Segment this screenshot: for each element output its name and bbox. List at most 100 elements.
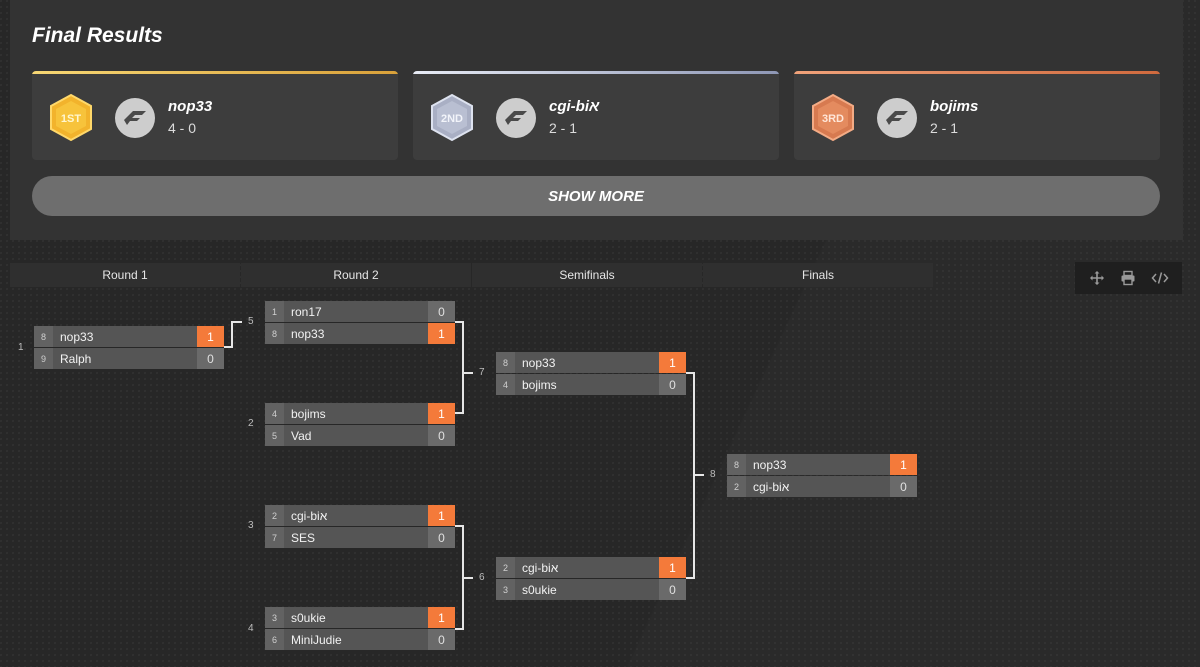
team-seed: 1 [265, 301, 284, 322]
match-number-label: 6 [479, 572, 485, 583]
team-name: bojims [515, 374, 659, 395]
gold-medal-icon: 1ST [50, 93, 92, 142]
match-card[interactable]: 8 nop33 1 2 cgi-biא 0 [727, 454, 917, 498]
bracket-toolbar [1075, 262, 1182, 294]
team-seed: 8 [496, 352, 515, 373]
match-team-row[interactable]: 3 s0ukie 1 [265, 607, 455, 628]
team-name: nop33 [746, 454, 890, 475]
match-card[interactable]: 8 nop33 1 9 Ralph 0 [34, 326, 224, 370]
team-score: 0 [428, 527, 455, 548]
team-score: 1 [428, 323, 455, 344]
team-name: nop33 [515, 352, 659, 373]
svg-text:1ST: 1ST [61, 113, 81, 125]
podium-team-name: nop33 [168, 98, 213, 115]
team-score: 0 [197, 348, 224, 369]
team-seed: 5 [265, 425, 284, 446]
match-card[interactable]: 8 nop33 1 4 bojims 0 [496, 352, 686, 396]
podium-accent-bar [794, 71, 1160, 74]
team-seed: 6 [265, 629, 284, 650]
podium-card-third[interactable]: 3RD bojims 2 - 1 [794, 71, 1160, 160]
team-name: nop33 [53, 326, 197, 347]
match-team-row[interactable]: 2 cgi-biא 0 [727, 476, 917, 497]
team-logo-icon [877, 98, 917, 138]
match-number-label: 5 [248, 316, 254, 327]
match-team-row[interactable]: 7 SES 0 [265, 527, 455, 548]
team-seed: 7 [265, 527, 284, 548]
team-score: 1 [890, 454, 917, 475]
podium-team-score: 4 - 0 [168, 120, 197, 136]
match-card[interactable]: 3 s0ukie 1 6 MiniJudie 0 [265, 607, 455, 651]
team-seed: 8 [265, 323, 284, 344]
print-icon[interactable] [1117, 267, 1139, 289]
match-team-row[interactable]: 3 s0ukie 0 [496, 579, 686, 600]
team-score: 0 [659, 374, 686, 395]
match-team-row[interactable]: 2 cgi-biא 1 [496, 557, 686, 578]
team-seed: 2 [727, 476, 746, 497]
match-team-row[interactable]: 2 cgi-biא 1 [265, 505, 455, 526]
team-name: MiniJudie [284, 629, 428, 650]
team-score: 0 [890, 476, 917, 497]
team-name: cgi-biא [515, 557, 659, 578]
team-name: ron17 [284, 301, 428, 322]
svg-text:3RD: 3RD [822, 113, 844, 125]
team-seed: 4 [265, 403, 284, 424]
podium-card-first[interactable]: 1ST nop33 4 - 0 [32, 71, 398, 160]
team-score: 1 [197, 326, 224, 347]
match-number-label: 7 [479, 367, 485, 378]
round-header-semifinals: Semifinals [472, 263, 702, 287]
team-score: 1 [428, 505, 455, 526]
team-score: 0 [659, 579, 686, 600]
team-seed: 9 [34, 348, 53, 369]
move-icon[interactable] [1086, 267, 1108, 289]
round-header-round-1: Round 1 [10, 263, 240, 287]
match-team-row[interactable]: 4 bojims 1 [265, 403, 455, 424]
match-team-row[interactable]: 8 nop33 1 [496, 352, 686, 373]
embed-code-icon[interactable] [1149, 267, 1171, 289]
match-team-row[interactable]: 9 Ralph 0 [34, 348, 224, 369]
match-team-row[interactable]: 8 nop33 1 [727, 454, 917, 475]
match-team-row[interactable]: 8 nop33 1 [34, 326, 224, 347]
match-card[interactable]: 2 cgi-biא 1 3 s0ukie 0 [496, 557, 686, 601]
svg-text:2ND: 2ND [441, 113, 463, 125]
team-name: cgi-biא [746, 476, 890, 497]
match-team-row[interactable]: 4 bojims 0 [496, 374, 686, 395]
match-team-row[interactable]: 1 ron17 0 [265, 301, 455, 322]
team-name: Vad [284, 425, 428, 446]
match-team-row[interactable]: 6 MiniJudie 0 [265, 629, 455, 650]
match-team-row[interactable]: 8 nop33 1 [265, 323, 455, 344]
match-card[interactable]: 2 cgi-biא 1 7 SES 0 [265, 505, 455, 549]
match-card[interactable]: 4 bojims 1 5 Vad 0 [265, 403, 455, 447]
team-name: Ralph [53, 348, 197, 369]
match-card[interactable]: 1 ron17 0 8 nop33 1 [265, 301, 455, 345]
match-number-label: 3 [248, 520, 254, 531]
podium-team-score: 2 - 1 [549, 120, 578, 136]
team-score: 0 [428, 301, 455, 322]
team-name: bojims [284, 403, 428, 424]
team-name: s0ukie [284, 607, 428, 628]
podium-team-name: cgi-biא [549, 98, 600, 115]
final-results-panel: Final Results 1ST nop33 4 - 0 2ND cgi-bi… [10, 0, 1183, 240]
team-score: 0 [428, 629, 455, 650]
team-seed: 8 [34, 326, 53, 347]
match-number-label: 2 [248, 418, 254, 429]
team-score: 1 [428, 403, 455, 424]
show-more-button[interactable]: SHOW MORE [32, 176, 1160, 216]
podium-card-second[interactable]: 2ND cgi-biא 2 - 1 [413, 71, 779, 160]
team-seed: 3 [496, 579, 515, 600]
team-logo-icon [115, 98, 155, 138]
team-score: 1 [659, 352, 686, 373]
team-seed: 8 [727, 454, 746, 475]
team-name: s0ukie [515, 579, 659, 600]
team-score: 0 [428, 425, 455, 446]
round-header-round-2: Round 2 [241, 263, 471, 287]
round-header-finals: Finals [703, 263, 933, 287]
match-team-row[interactable]: 5 Vad 0 [265, 425, 455, 446]
podium-accent-bar [413, 71, 779, 74]
team-score: 1 [659, 557, 686, 578]
team-name: cgi-biא [284, 505, 428, 526]
bronze-medal-icon: 3RD [812, 93, 854, 142]
team-seed: 4 [496, 374, 515, 395]
team-score: 1 [428, 607, 455, 628]
podium-team-score: 2 - 1 [930, 120, 959, 136]
team-name: SES [284, 527, 428, 548]
